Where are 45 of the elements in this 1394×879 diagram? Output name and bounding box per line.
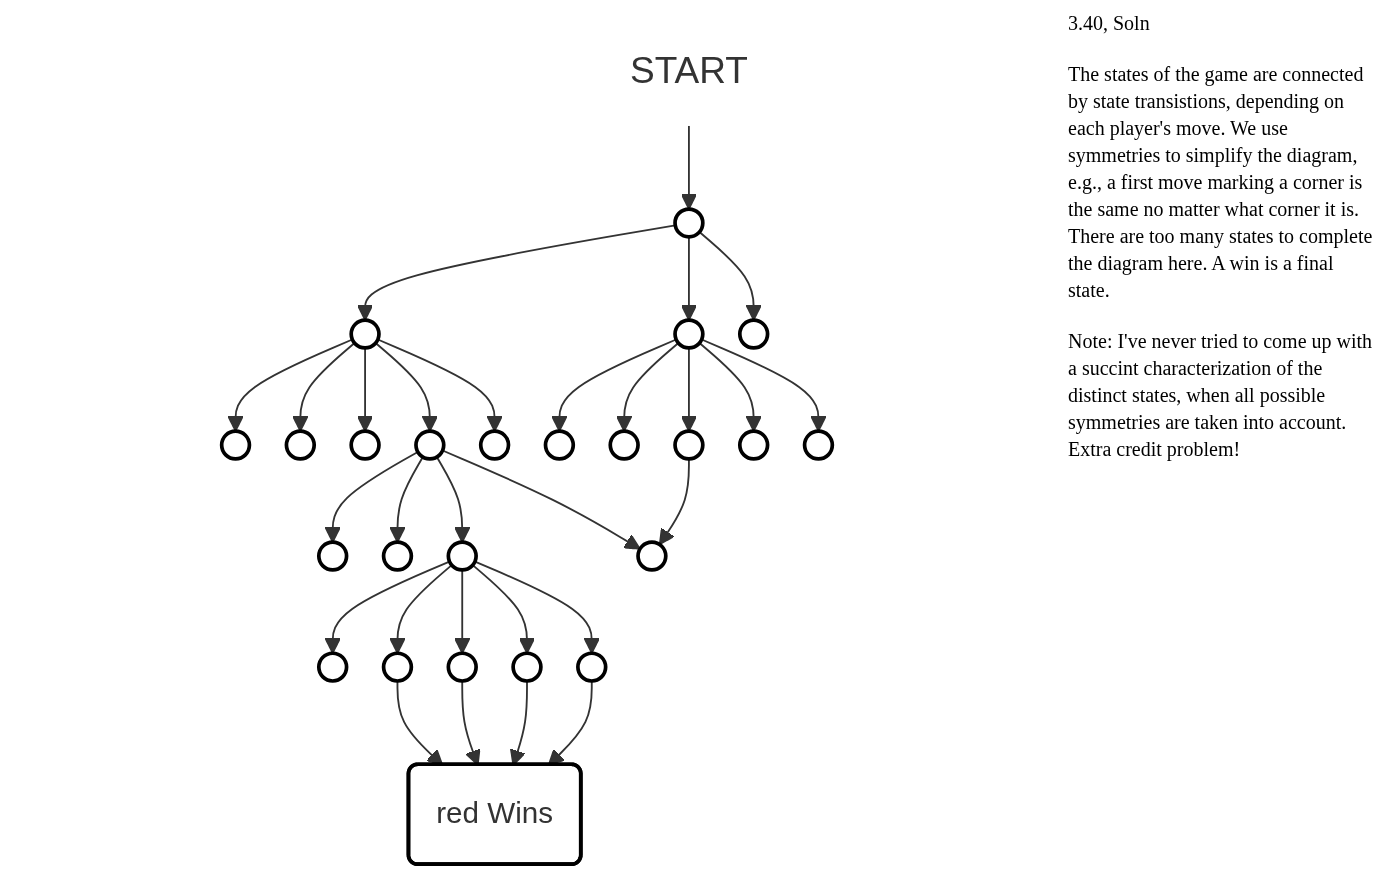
node-circle	[673, 207, 705, 239]
arrow	[700, 338, 827, 432]
node-circle	[446, 651, 478, 683]
node-circle	[511, 651, 543, 683]
node-circle	[576, 651, 608, 683]
node-circle	[636, 540, 668, 572]
node-circle	[673, 318, 705, 350]
node-circle	[381, 540, 414, 572]
note-text: Note: I've never tried to come up with a succint characterization of the distinct states, when all possible symmetries are taken into account. Extra credit problem!	[1068, 329, 1374, 463]
node-circle	[316, 540, 349, 572]
state-diagram: START red Wins	[0, 0, 1054, 879]
arrow	[551, 338, 678, 432]
node-circle	[802, 429, 835, 461]
node-circle	[349, 429, 381, 461]
arrow	[324, 560, 451, 654]
node-text: START	[629, 49, 748, 91]
arrow	[454, 569, 471, 654]
node-circle	[381, 651, 414, 683]
arrow	[471, 564, 536, 654]
node-circle	[673, 429, 705, 461]
arrow	[374, 342, 438, 432]
node-circle	[543, 429, 576, 461]
arrow	[227, 338, 354, 432]
node-circle	[284, 429, 317, 461]
arrow	[698, 342, 762, 432]
node-circle	[414, 429, 446, 461]
arrow	[389, 456, 424, 543]
arrow	[616, 342, 680, 432]
node-circle	[478, 429, 511, 461]
node-circle	[737, 429, 770, 461]
node-circle	[219, 429, 252, 461]
node-circle	[349, 318, 381, 350]
arrow	[658, 458, 690, 546]
node-circle	[316, 651, 349, 683]
heading-text: 3.40, Soln	[1068, 11, 1151, 36]
arrow	[389, 564, 453, 654]
node-circle	[446, 540, 478, 572]
arrow	[435, 456, 471, 543]
note-text: The states of the game are connected by state transistions, depending on each player's move. We use symmetries to simplify the diagram, e.g., a first move marking a corner is the same no matter what corner it is. There are too many states to complete the diagram here. A win is a final state.	[1068, 62, 1374, 303]
node-circle	[737, 318, 770, 350]
arrow	[292, 342, 356, 432]
arrow	[376, 338, 503, 432]
arrow	[698, 231, 762, 321]
arrow	[680, 124, 698, 210]
node-circle	[608, 429, 640, 461]
